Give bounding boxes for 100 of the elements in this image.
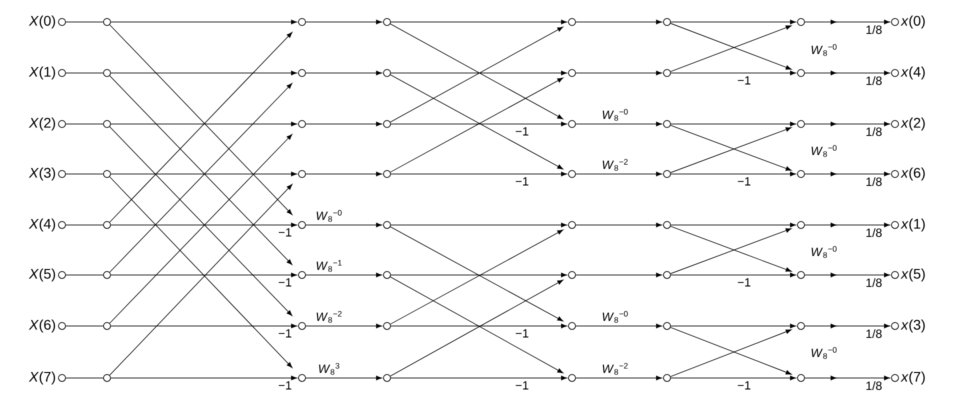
terminal-label: x(7) [900,371,925,385]
node-circle [103,322,111,330]
edge-label: −1 [277,380,293,390]
arrow [670,324,796,328]
arrow [804,122,890,126]
node-circle [568,69,576,77]
terminal-label: x(6) [900,167,925,181]
edge-label: 1/8 [864,227,884,238]
edge-label: W$_{8}$−1 [314,259,344,273]
arrow [670,222,796,228]
edge-label: −1 [736,380,752,390]
arrow [576,172,662,176]
arrow [110,70,297,76]
edge-label: W$_{8}$−2 [314,310,344,324]
arrow [576,272,662,278]
arrow [110,324,297,328]
line [66,72,104,74]
arrow [576,122,662,126]
arrow [804,376,890,380]
node-circle [383,170,391,178]
terminal-label: X(7) [28,371,56,385]
arrow [306,172,382,176]
arrow [306,222,382,228]
arrow [576,70,662,76]
arrow [804,222,890,228]
arrow [670,376,796,380]
arrow [390,376,567,380]
node-circle [383,221,391,229]
arrow [804,20,890,24]
terminal-label: x(2) [900,117,925,131]
arrow [110,272,297,278]
node-circle [797,221,805,229]
node-circle [797,322,805,330]
terminal-label: X(6) [28,319,56,333]
terminal-label: x(3) [900,319,925,333]
node-circle [103,374,111,382]
arrow [390,70,567,76]
node-circle [298,69,306,77]
node-circle [298,271,306,279]
edge-label: −1 [277,328,293,338]
node-circle [663,271,671,279]
arrow [306,376,382,380]
node-circle [568,374,576,382]
arrow [804,70,890,76]
arrow [110,376,297,380]
node-circle [568,120,576,128]
node-circle [103,170,111,178]
arrow [390,324,567,328]
twiddle-factor-label: W$_{8}$−0 [812,347,837,359]
node-circle [383,271,391,279]
node-circle [298,221,306,229]
arrow [576,20,662,24]
terminal-label: x(0) [900,15,925,29]
terminal-label: x(5) [900,268,925,282]
arrow [804,172,890,176]
node-circle [663,18,671,26]
arrow [306,20,382,24]
node-circle [383,322,391,330]
arrow [110,172,297,176]
terminal-label: x(1) [900,218,925,232]
node-circle [103,69,111,77]
twiddle-factor-label: W$_{8}$−0 [812,44,837,56]
edge-label: W$_{8}$−0 [314,208,344,223]
arrow [306,70,382,76]
edge-label: −1 [736,176,752,186]
node-circle [298,374,306,382]
node-circle [103,221,111,229]
edge-label: −1 [736,75,752,86]
edge-label: −1 [736,277,752,288]
edge-label: 1/8 [864,24,884,35]
node-circle [797,69,805,77]
node-circle [103,18,111,26]
edge-label: W$_{8}$3 [316,362,342,376]
terminal-label: X(5) [28,268,56,282]
arrow [670,20,796,24]
arrow [670,272,796,278]
edge-label: −1 [514,176,530,186]
node-circle [298,120,306,128]
arrow [306,272,382,278]
arrow [306,324,382,328]
arrow [804,272,890,278]
edge-label: W$_{8}$−0 [600,108,630,122]
node-circle [663,69,671,77]
edge-label: 1/8 [864,176,884,187]
node-circle [663,120,671,128]
node-circle [568,322,576,330]
node-circle [383,374,391,382]
node-circle [298,322,306,330]
node-circle [797,170,805,178]
node-circle [797,18,805,26]
terminal-label: X(2) [28,117,56,131]
node-circle [103,120,111,128]
arrow [110,222,297,228]
terminal-label: x(4) [900,66,925,80]
terminal-label: X(1) [28,66,56,80]
arrow [110,122,297,126]
node-circle [383,18,391,26]
edge-label: −1 [514,380,530,390]
terminal-label: X(4) [28,218,56,232]
arrow [804,324,890,328]
